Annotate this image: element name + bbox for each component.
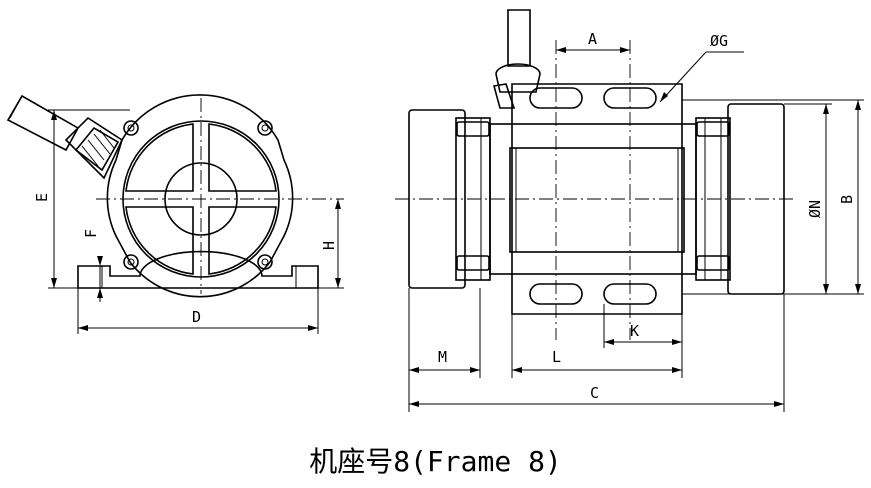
cable-gland [64,116,124,180]
dim-label-b: B [838,195,856,204]
dim-label-f: F [82,229,100,238]
dim-label-g: ØG [710,32,728,50]
frame-caption: 机座号8(Frame 8) [309,445,562,478]
dim-label-d: D [192,308,201,326]
dim-label-e: E [33,193,51,202]
rotor-pattern [125,123,277,275]
dim-label-n: ØN [806,200,824,218]
dim-label-m: M [438,348,447,366]
side-view: A ØG ØN B K M L [395,9,864,412]
bolt-holes [123,120,273,270]
dim-label-k: K [630,322,639,340]
dim-label-a: A [588,30,597,48]
mounting-slots [529,87,657,305]
dim-label-c: C [590,384,599,402]
dim-label-l: L [552,348,561,366]
dim-label-h: H [320,241,338,250]
end-view: E F H D [6,94,344,334]
